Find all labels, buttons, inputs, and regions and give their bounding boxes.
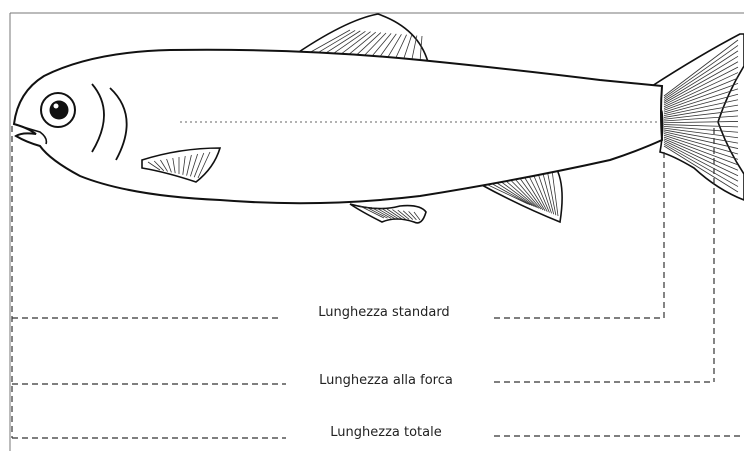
caudal-fin: [652, 34, 744, 200]
fork-length-label: Lunghezza alla forca: [319, 373, 453, 388]
pelvic-fin: [350, 204, 426, 223]
standard-length-label: Lunghezza standard: [318, 305, 449, 320]
fish-body: [14, 50, 662, 203]
total-length-label: Lunghezza totale: [330, 425, 441, 440]
eye: [41, 93, 75, 127]
